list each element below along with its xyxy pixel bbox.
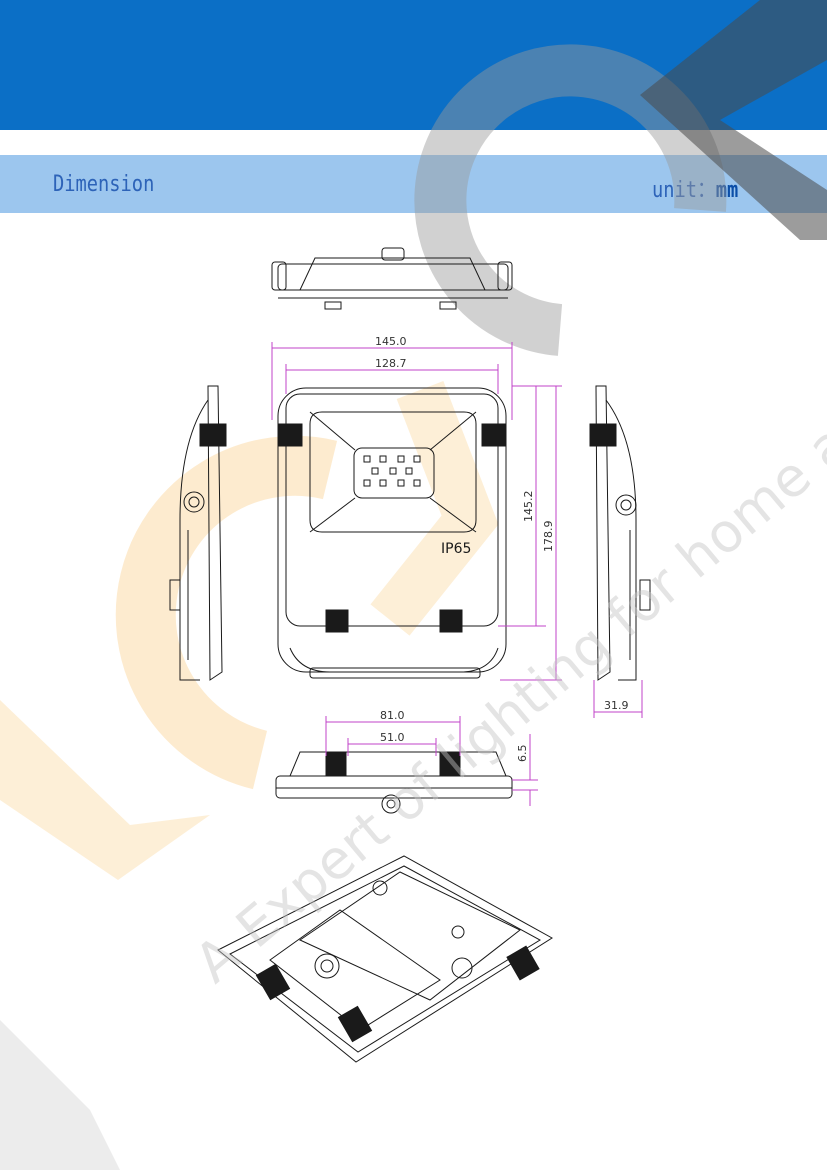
- right-side-view: [589, 385, 651, 681]
- dim-inner-width: 128.7: [375, 357, 407, 370]
- dim-inner-height: 145.2: [522, 491, 535, 523]
- perspective-view: [217, 855, 553, 1063]
- dimension-lines: [271, 342, 643, 806]
- bottom-view: [275, 751, 513, 814]
- title-bar: Dimension unit：mm: [0, 155, 827, 213]
- dim-depth: 31.9: [604, 699, 629, 712]
- dim-bracket-height: 6.5: [516, 745, 529, 763]
- dim-bracket-outer: 81.0: [380, 709, 405, 722]
- dim-bracket-inner: 51.0: [380, 731, 405, 744]
- unit-label: unit：: [652, 178, 716, 203]
- logo-corner-shape: [0, 1020, 120, 1170]
- led-chips: [363, 455, 421, 487]
- logo-c-shape: [115, 435, 337, 790]
- dim-overall-height: 178.9: [542, 521, 555, 553]
- dim-overall-width: 145.0: [375, 335, 407, 348]
- unit-indicator: unit：mm: [652, 172, 738, 204]
- logo-e-shape: [640, 0, 827, 240]
- page-title: Dimension: [53, 172, 155, 197]
- unit-value: mm: [715, 178, 739, 203]
- logo-d-shape: [370, 381, 499, 636]
- logo-l-shape: [0, 700, 210, 880]
- left-side-view: [169, 385, 227, 681]
- top-view: [271, 247, 513, 310]
- ip-rating-label: IP65: [441, 541, 471, 557]
- front-view: [277, 387, 507, 679]
